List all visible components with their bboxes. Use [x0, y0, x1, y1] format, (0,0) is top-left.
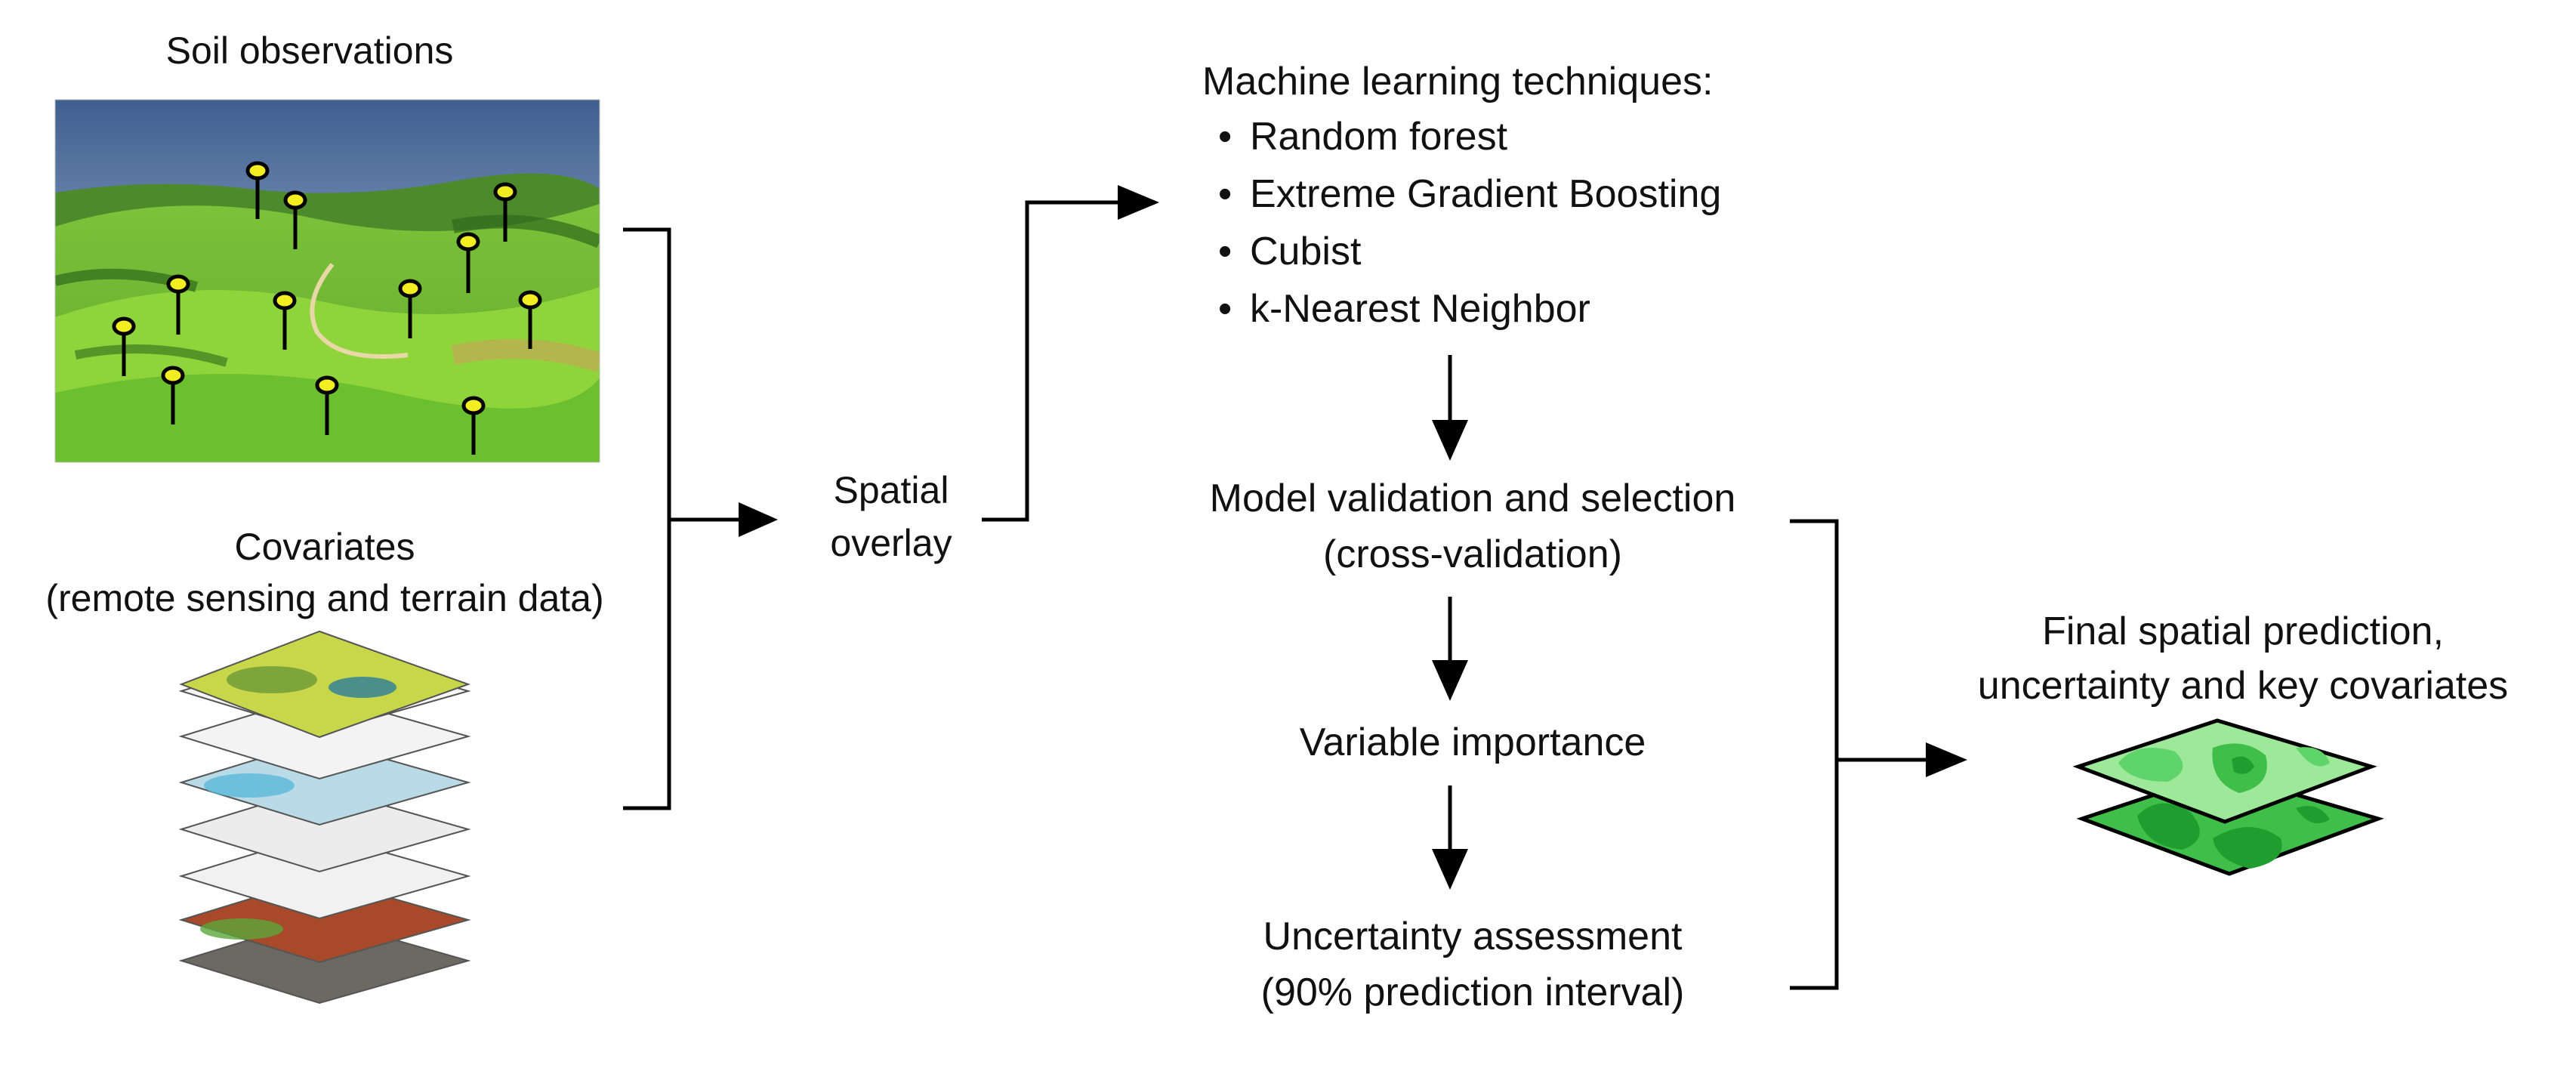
observation-markers	[112, 161, 542, 455]
spatial-overlay-line2: overlay	[830, 522, 952, 564]
input-bracket	[623, 227, 671, 810]
observation-marker	[461, 396, 486, 455]
observation-marker	[315, 375, 339, 435]
covariate-layer	[179, 630, 470, 739]
covariates-title: Covariates	[234, 526, 415, 568]
ml-techniques-list: •Random forest •Extreme Gradient Boostin…	[1218, 108, 1721, 338]
model-validation-line1: Model validation and selection	[1209, 477, 1736, 520]
arrows	[669, 185, 1468, 890]
arrow-importance-to-uncertainty	[1432, 785, 1468, 890]
raster-layer-stack-icon	[178, 630, 471, 1005]
observation-marker	[273, 291, 297, 350]
uncertainty-assessment-line1: Uncertainty assessment	[1263, 915, 1683, 958]
observation-marker	[283, 190, 307, 249]
observation-marker	[493, 182, 517, 242]
arrow-to-ml-techniques	[982, 185, 1159, 522]
ml-techniques-title: Machine learning techniques:	[1202, 60, 1714, 103]
soil-observations-title: Soil observations	[165, 29, 454, 72]
observation-marker	[245, 161, 270, 219]
spatial-overlay-line1: Spatial	[833, 469, 949, 511]
prediction-map-icon	[2072, 718, 2384, 876]
observation-marker	[161, 366, 185, 424]
covariates-subtitle: (remote sensing and terrain data)	[45, 577, 604, 619]
uncertainty-assessment-line2: (90% prediction interval)	[1260, 971, 1685, 1014]
ml-item-cubist: •Cubist	[1218, 230, 1362, 273]
variable-importance-label: Variable importance	[1299, 721, 1646, 764]
ml-item-xgboost: •Extreme Gradient Boosting	[1218, 172, 1722, 216]
arrow-ml-to-validation	[1432, 355, 1468, 461]
output-bracket	[1790, 519, 1839, 990]
observation-marker	[112, 316, 136, 376]
final-prediction-line1: Final spatial prediction,	[2042, 610, 2444, 653]
observation-marker	[518, 290, 542, 349]
observation-marker	[166, 274, 190, 335]
ml-item-random-forest: •Random forest	[1218, 115, 1508, 159]
observation-marker	[398, 279, 422, 338]
observation-marker	[456, 232, 480, 293]
arrow-to-spatial-overlay	[669, 502, 778, 537]
model-validation-line2: (cross-validation)	[1323, 532, 1622, 576]
arrow-validation-to-importance	[1432, 597, 1468, 701]
arrow-to-final-prediction	[1837, 742, 1967, 777]
ml-item-knn: •k-Nearest Neighbor	[1218, 287, 1590, 331]
final-prediction-line2: uncertainty and key covariates	[1977, 664, 2509, 708]
